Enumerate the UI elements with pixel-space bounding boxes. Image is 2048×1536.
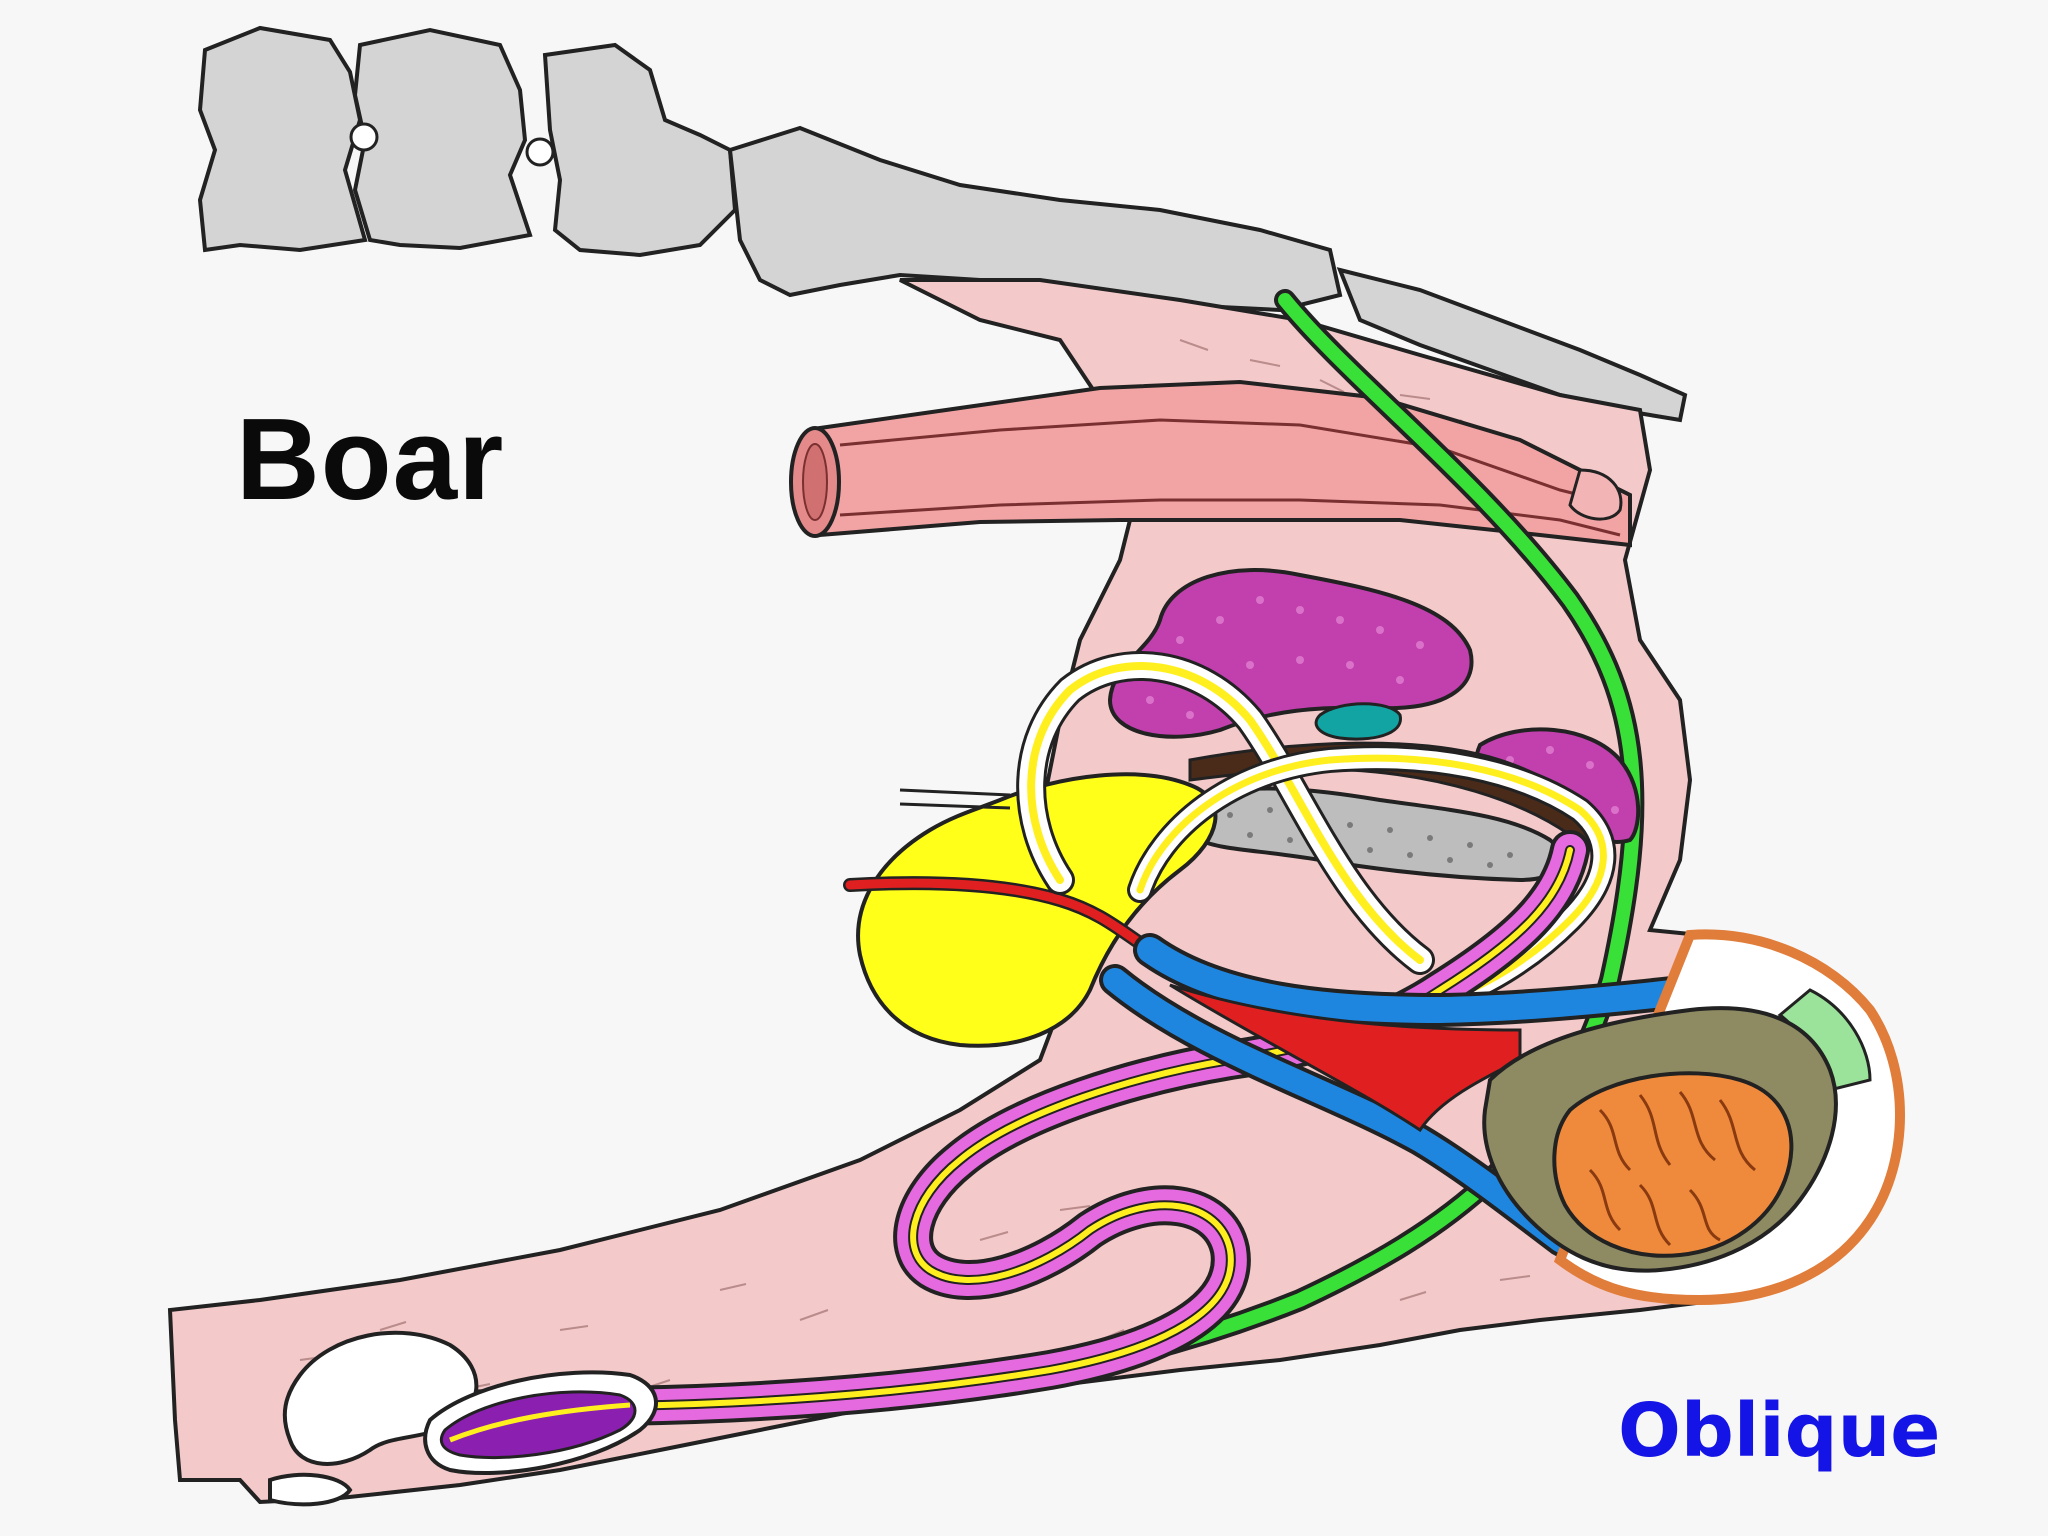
ureter xyxy=(899,788,1011,810)
intervertebral-foramen-1 xyxy=(349,122,379,152)
lumbar-vertebra-1 xyxy=(197,25,368,253)
vas-deferens xyxy=(845,878,1155,955)
bulbourethral-gland xyxy=(1186,786,1565,883)
rectum-inner-line xyxy=(839,418,1621,507)
view-label: Oblique xyxy=(1618,1388,1941,1474)
rectum-lumen-inner xyxy=(802,443,828,521)
urethra-pelvic-yellow xyxy=(1136,754,1607,1004)
pampiniform-plexus xyxy=(1169,983,1522,1133)
testis-texture xyxy=(1588,1091,1756,1247)
species-label: Boar xyxy=(236,394,505,524)
testis xyxy=(1552,1071,1794,1258)
prostate-body xyxy=(1314,702,1402,741)
lumbar-vertebra-2 xyxy=(352,27,533,251)
lumbar-vertebra-3 xyxy=(542,42,738,258)
urethral-loop-yellow xyxy=(1027,662,1424,964)
preputial-orifice xyxy=(268,1472,353,1507)
intervertebral-foramen-2 xyxy=(525,137,555,167)
anal-sphincter xyxy=(1568,468,1623,521)
rectum xyxy=(789,379,1632,548)
urinary-bladder xyxy=(856,772,1218,1048)
vertebral-column xyxy=(197,25,1688,423)
rectum-inner-line-lower xyxy=(839,498,1621,537)
caudal-vertebrae xyxy=(1336,267,1688,423)
glans-urethra xyxy=(449,1402,631,1443)
